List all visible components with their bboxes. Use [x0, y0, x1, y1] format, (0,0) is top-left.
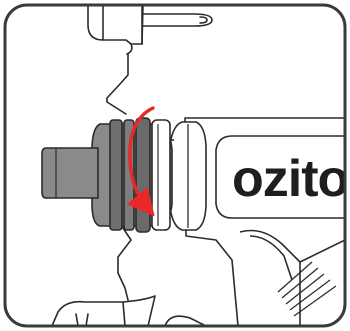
brand-logo-text: ozito: [232, 150, 348, 208]
nozzle: [42, 148, 98, 198]
